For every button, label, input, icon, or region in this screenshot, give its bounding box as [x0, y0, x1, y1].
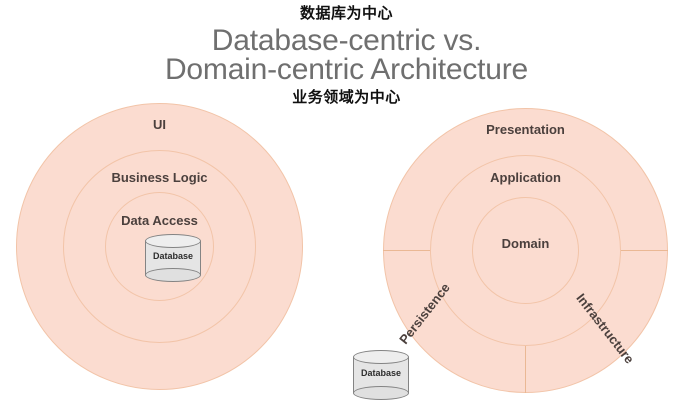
database-cylinder-external: Database: [353, 350, 409, 400]
cylinder-bottom-ellipse: [353, 386, 409, 400]
annotation-domain-centric: 业务领域为中心: [292, 88, 401, 106]
database-cylinder-label: Database: [360, 368, 402, 378]
ring-label-application: Application: [490, 170, 561, 185]
database-centric-diagram: UI Business Logic Data Access Database: [16, 103, 303, 390]
ring-business-logic: [63, 150, 256, 343]
ring-label-domain: Domain: [501, 236, 550, 251]
ring-label-presentation: Presentation: [486, 122, 565, 137]
ring-domain: [472, 197, 579, 304]
domain-centric-diagram: Presentation Application Domain Persiste…: [383, 108, 668, 393]
page-title-line-1: Database-centric vs.: [211, 24, 482, 57]
database-cylinder-inner: Database: [145, 234, 201, 282]
database-cylinder-label: Database: [152, 251, 194, 261]
page-title-line-2: Domain-centric Architecture: [164, 53, 529, 86]
cylinder-bottom-ellipse: [145, 268, 201, 282]
annotation-database-centric: 数据库为中心: [299, 4, 393, 22]
ring-label-data-access: Data Access: [121, 213, 198, 228]
cylinder-top-ellipse: [353, 350, 409, 364]
ring-label-business-logic: Business Logic: [111, 170, 208, 185]
ring-label-ui: UI: [153, 117, 166, 132]
cylinder-top-ellipse: [145, 234, 201, 248]
